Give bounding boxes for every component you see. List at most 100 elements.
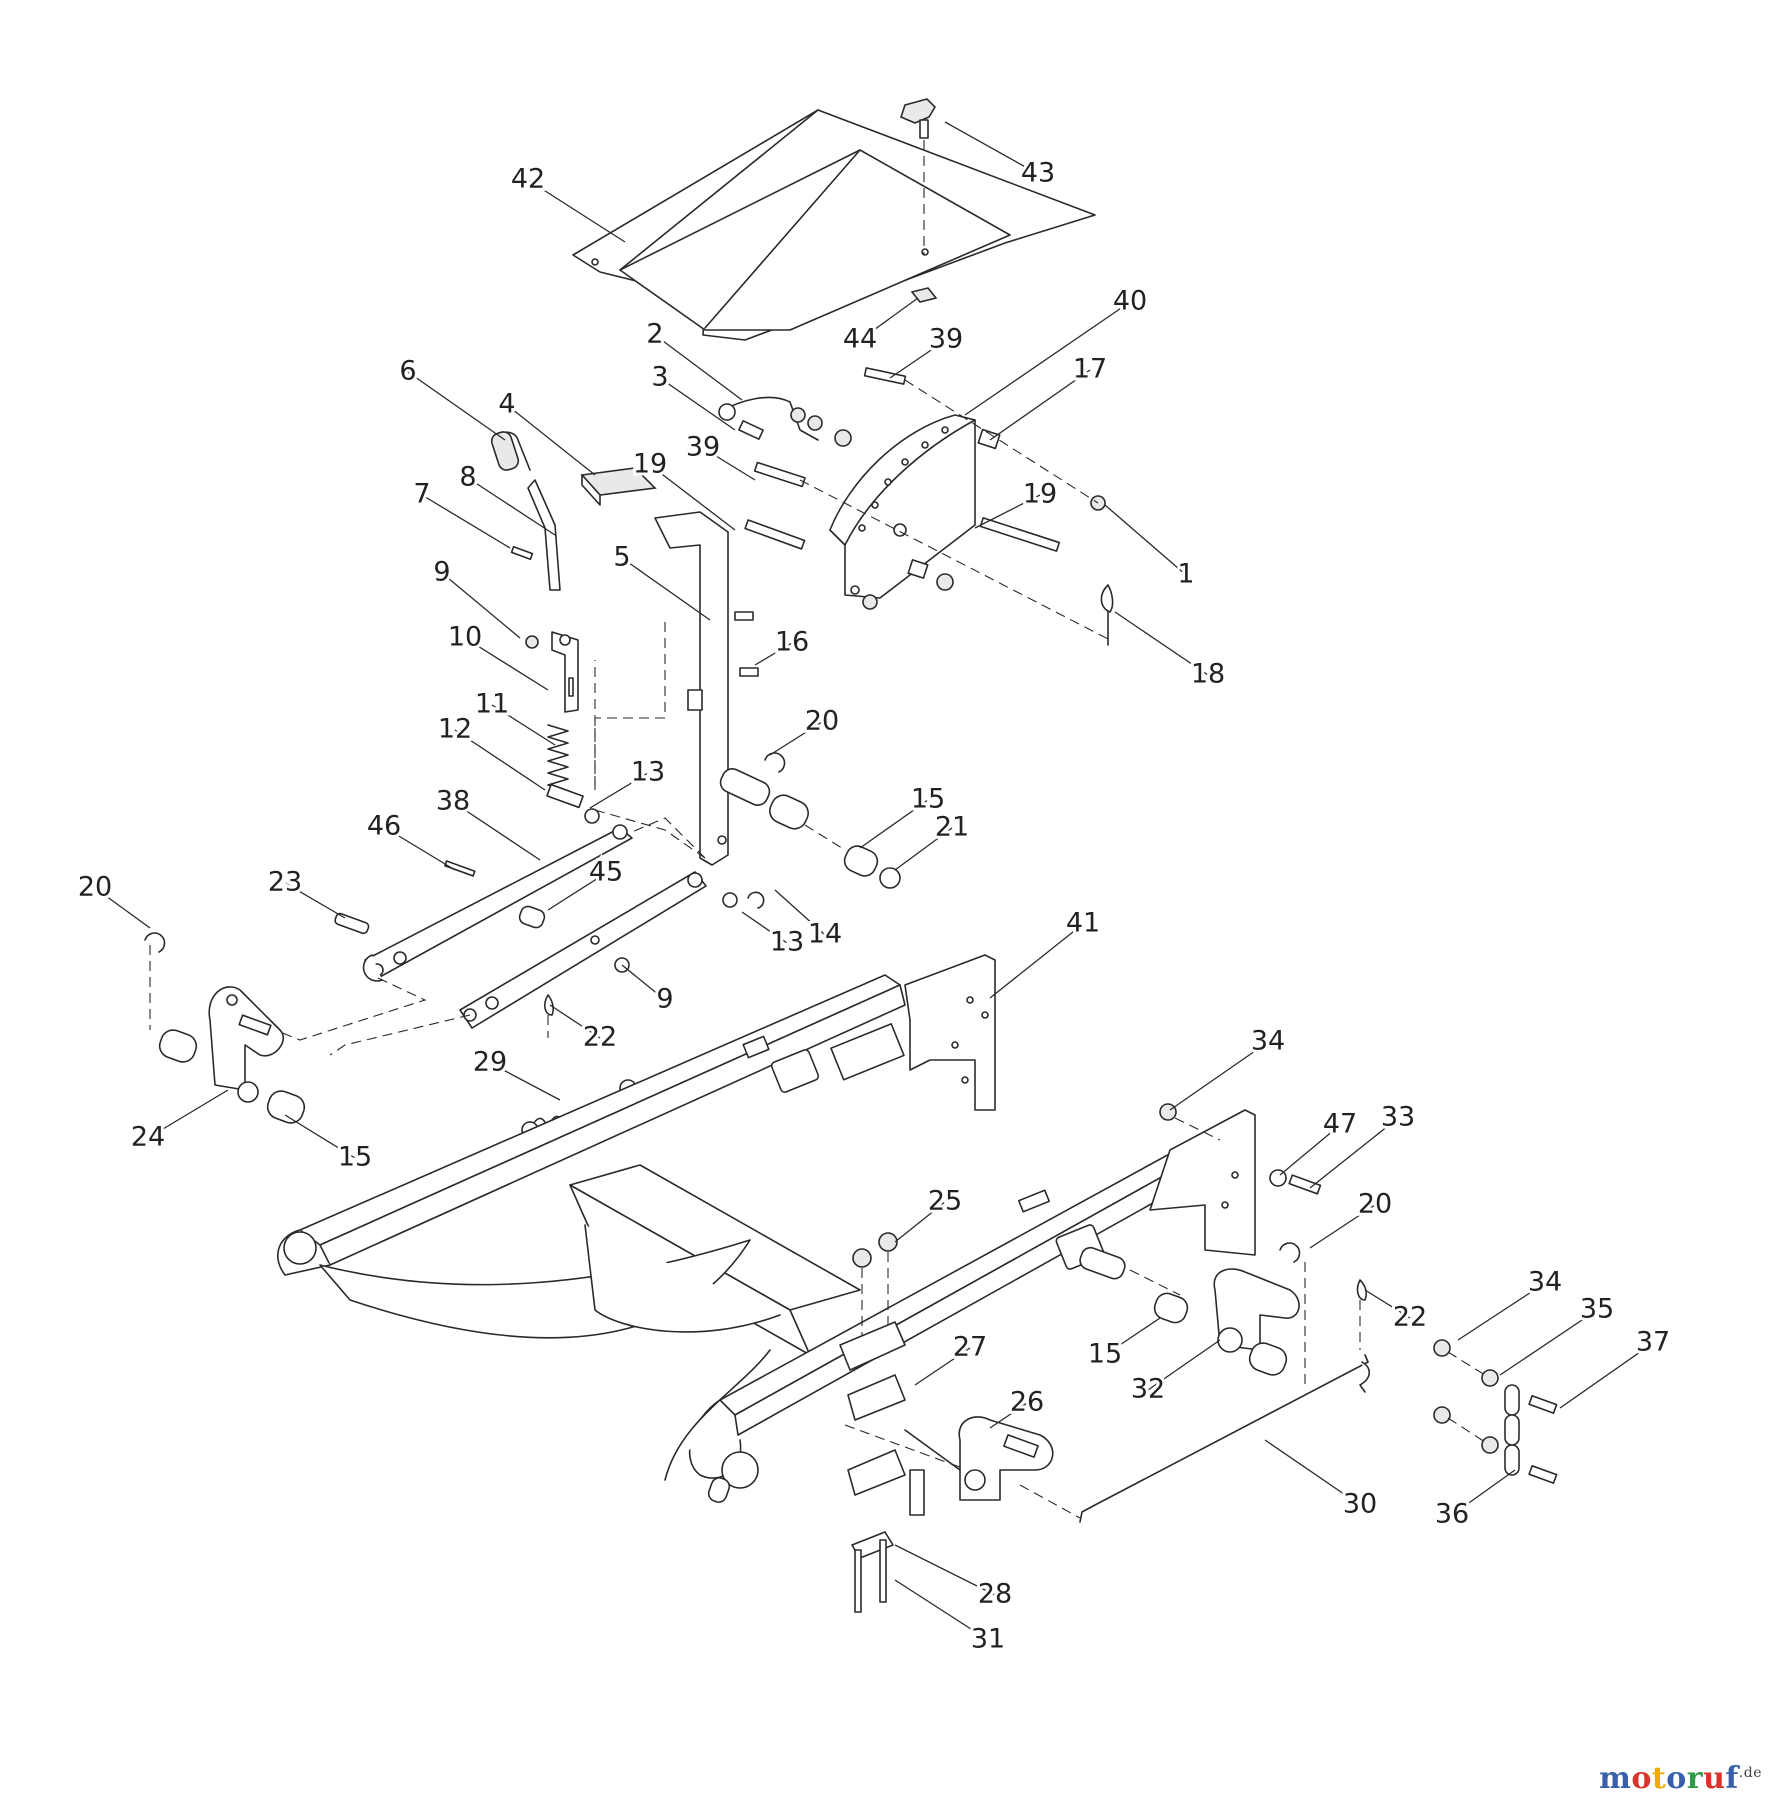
leader-line-c23 — [284, 882, 346, 919]
leader-line-c34b — [1457, 1282, 1546, 1341]
leader-line-c10 — [464, 637, 549, 691]
callout-number-c44: 44 — [843, 324, 877, 355]
leader-line-c27 — [914, 1347, 971, 1386]
pedal-pad — [580, 467, 657, 506]
callout-number-c15a: 15 — [911, 784, 945, 815]
leader-line-c45 — [547, 872, 607, 911]
callout-number-c20b: 20 — [78, 872, 112, 903]
leader-line-c9a — [441, 572, 521, 639]
watermark-letter: o — [1631, 1761, 1652, 1796]
leader-line-c39b — [702, 447, 756, 481]
leader-line-c21 — [894, 827, 953, 871]
leader-line-c36 — [1451, 1469, 1516, 1516]
callout-number-c13b: 13 — [770, 927, 804, 958]
callout-number-c20c: 20 — [1358, 1189, 1392, 1220]
callout-number-c10: 10 — [448, 622, 482, 653]
leader-line-c22a — [549, 1004, 601, 1039]
callout-number-c36: 36 — [1435, 1499, 1469, 1530]
leader-line-c20c — [1309, 1204, 1376, 1249]
callout-number-c13a: 13 — [631, 757, 665, 788]
callout-number-c23: 23 — [268, 867, 302, 898]
callout-number-c22b: 22 — [1393, 1302, 1427, 1333]
leader-line-c11 — [491, 704, 556, 746]
leader-line-c4 — [506, 404, 596, 476]
leader-line-c37 — [1559, 1342, 1654, 1409]
leader-line-c18 — [1114, 611, 1209, 676]
callout-number-c33: 33 — [1381, 1102, 1415, 1133]
leader-line-c32 — [1147, 1339, 1221, 1391]
callout-number-c34a: 34 — [1251, 1026, 1285, 1057]
leader-line-c13a — [589, 772, 649, 809]
callout-number-c39a: 39 — [929, 324, 963, 355]
leader-line-c22b — [1364, 1289, 1411, 1319]
leader-line-c12 — [454, 729, 546, 791]
leader-line-c17 — [989, 369, 1091, 441]
leader-line-c39a — [889, 339, 947, 379]
leader-line-c1 — [1104, 504, 1187, 576]
brand-watermark: motoruf.de — [1599, 1761, 1762, 1796]
callout-number-c25: 25 — [928, 1186, 962, 1217]
hand-lever — [490, 431, 561, 591]
callout-number-c18: 18 — [1191, 659, 1225, 690]
leader-line-c8 — [467, 477, 556, 536]
callout-number-c6: 6 — [399, 356, 416, 387]
cover-plate — [572, 109, 1096, 341]
callout-number-c17: 17 — [1073, 354, 1107, 385]
watermark-letter: m — [1599, 1761, 1632, 1796]
callout-number-c46: 46 — [367, 811, 401, 842]
callout-number-c31: 31 — [971, 1624, 1005, 1655]
leader-line-c29 — [489, 1062, 561, 1101]
leader-line-c42 — [527, 179, 626, 243]
quadrant-bracket — [829, 414, 976, 599]
leader-line-c20a — [769, 721, 823, 756]
callout-number-c1: 1 — [1177, 559, 1194, 590]
leader-line-c16 — [754, 642, 793, 666]
lift-lever — [654, 511, 759, 866]
leader-line-c13b — [741, 911, 788, 944]
callout-number-c41: 41 — [1066, 908, 1100, 939]
leader-line-c14 — [774, 889, 826, 936]
callout-number-c9b: 9 — [656, 984, 673, 1015]
leader-line-c35 — [1499, 1309, 1598, 1376]
callout-number-c40: 40 — [1113, 286, 1147, 317]
callout-number-c5: 5 — [613, 542, 630, 573]
callout-number-c19b: 19 — [1023, 479, 1057, 510]
watermark-letter: t — [1651, 1761, 1667, 1796]
callout-number-c22a: 22 — [583, 1022, 617, 1053]
leader-line-c19b — [974, 494, 1041, 529]
lever-bracket — [525, 631, 579, 713]
control-rod-assembly — [718, 367, 1114, 646]
callout-number-c24: 24 — [131, 1122, 165, 1153]
leader-line-c2 — [654, 334, 743, 401]
callout-number-c26: 26 — [1010, 1387, 1044, 1418]
callout-number-c3: 3 — [651, 362, 668, 393]
leader-line-c3 — [659, 377, 736, 431]
leader-line-c28 — [894, 1544, 996, 1596]
leader-line-c7 — [421, 494, 511, 549]
watermark-tld: .de — [1738, 1765, 1762, 1781]
leader-line-c31 — [894, 1579, 989, 1641]
callout-number-c39b: 39 — [686, 432, 720, 463]
leader-line-c9b — [621, 964, 666, 1001]
callout-number-c21: 21 — [935, 812, 969, 843]
upper-link-bar — [362, 824, 633, 982]
callout-number-c7: 7 — [413, 479, 430, 510]
callout-number-c42: 42 — [511, 164, 545, 195]
leader-line-c33 — [1309, 1117, 1399, 1189]
callout-number-c15b: 15 — [338, 1142, 372, 1173]
callout-number-c35: 35 — [1580, 1294, 1614, 1325]
leader-line-c43 — [944, 121, 1039, 175]
callout-number-c32: 32 — [1131, 1374, 1165, 1405]
callout-number-c27: 27 — [953, 1332, 987, 1363]
callout-number-c14: 14 — [808, 919, 842, 950]
watermark-letter: u — [1703, 1761, 1726, 1796]
leader-line-c40 — [964, 301, 1131, 416]
callout-number-c34b: 34 — [1528, 1267, 1562, 1298]
leader-line-c34a — [1169, 1041, 1269, 1111]
chain-assembly — [1433, 1339, 1558, 1484]
callout-number-c16: 16 — [775, 627, 809, 658]
callout-number-c29: 29 — [473, 1047, 507, 1078]
frame-fasteners — [1159, 1103, 1322, 1195]
